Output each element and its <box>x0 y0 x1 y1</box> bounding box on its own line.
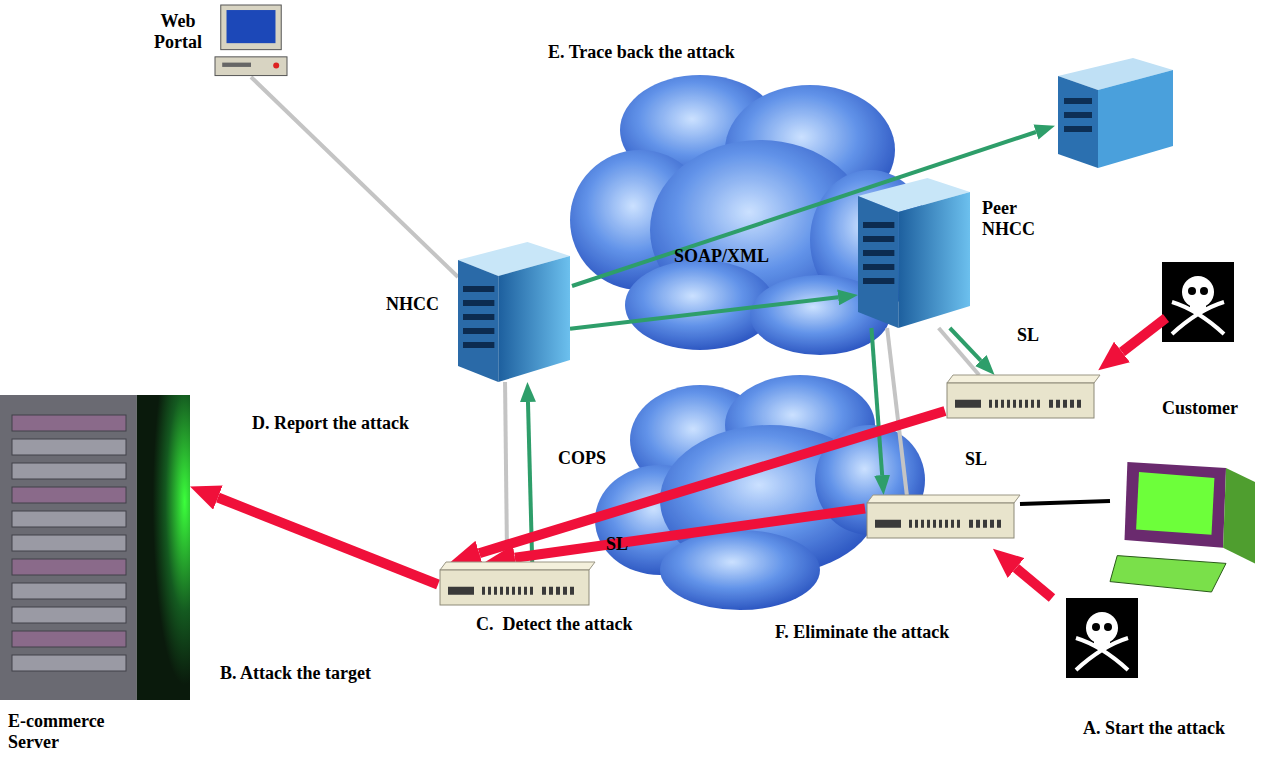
network-cloud <box>570 75 930 355</box>
device-node: NHCC <box>458 242 570 382</box>
server-icon <box>858 178 970 328</box>
attacker-icon <box>1162 262 1234 342</box>
device-node: Customer <box>1110 462 1255 592</box>
node-label: SL <box>1017 325 1039 346</box>
switch-node: SL <box>945 375 1100 420</box>
server-icon <box>458 242 570 382</box>
pc-icon <box>215 5 287 77</box>
device-node: Peer NHCC <box>858 178 970 328</box>
signal-connector <box>505 382 507 562</box>
step-label: C. Detect the attack <box>476 614 632 635</box>
step-label: E. Trace back the attack <box>548 42 735 63</box>
attack-arrow <box>1122 318 1166 352</box>
node-label: SL <box>965 449 987 470</box>
remote-server-icon <box>1058 58 1173 168</box>
signal-connector <box>1020 501 1110 504</box>
protocol-label: COPS <box>556 448 608 469</box>
node-label: NHCC <box>386 294 439 315</box>
step-label: A. Start the attack <box>1083 718 1225 739</box>
node-label: E-commerce Server <box>8 711 123 753</box>
attack-arrow <box>218 498 438 585</box>
attacker-icon <box>1066 598 1138 678</box>
node-label: Customer <box>1162 398 1238 419</box>
signal-connector <box>887 328 907 495</box>
step-label: D. Report the attack <box>252 413 409 434</box>
rack-icon <box>0 395 190 700</box>
device-node: E-commerce Server <box>0 395 190 700</box>
switch-node: SL <box>438 562 595 607</box>
signal-connector <box>251 77 458 277</box>
attack-arrow <box>1016 568 1052 598</box>
sl-icon <box>438 562 595 607</box>
switch-node: SL <box>865 495 1020 540</box>
node-label: Peer NHCC <box>982 198 1044 240</box>
node-label: Web Portal <box>147 11 209 53</box>
device-node: Web Portal <box>215 5 287 77</box>
sl-icon <box>865 495 1020 540</box>
signal-connector <box>570 297 838 328</box>
signal-connector <box>871 328 882 475</box>
pcgreen-icon <box>1110 462 1255 592</box>
signal-connector <box>939 328 979 375</box>
attack-arrow <box>515 509 865 558</box>
node-label: SL <box>606 534 628 555</box>
step-label: B. Attack the target <box>220 663 371 684</box>
step-label: F. Eliminate the attack <box>775 622 949 643</box>
protocol-label: SOAP/XML <box>672 246 771 267</box>
sl-icon <box>945 375 1100 420</box>
